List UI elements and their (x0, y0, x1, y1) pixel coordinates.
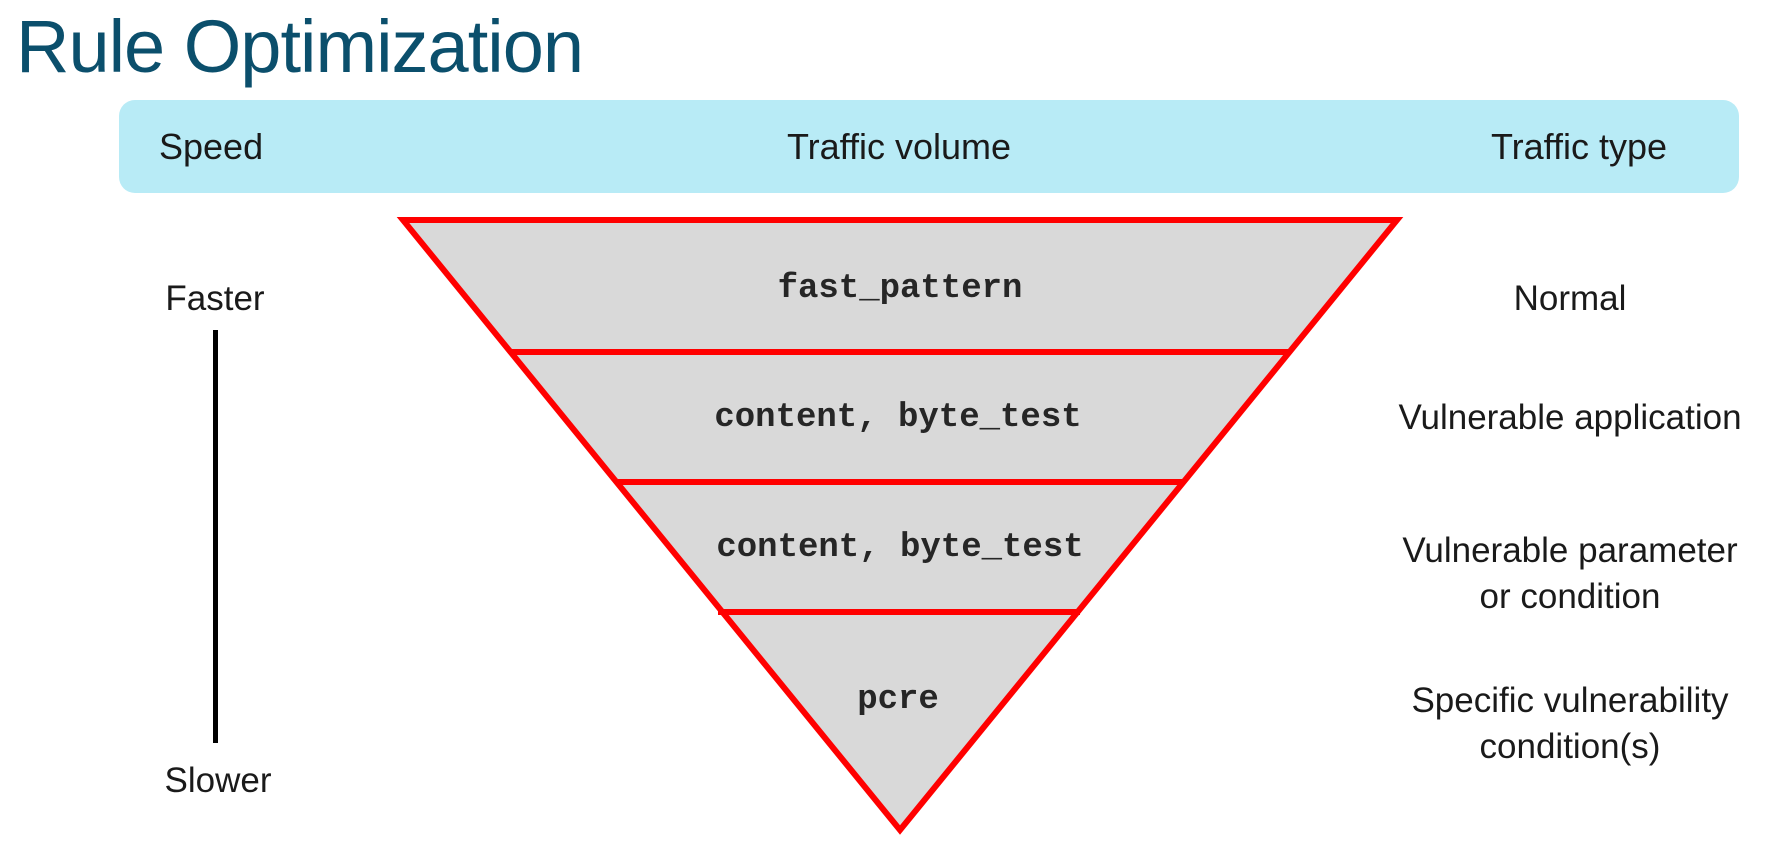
traffic-type-vulnerable-parameter-line-1: Vulnerable parameter (1402, 531, 1738, 570)
header-traffic-type: Traffic type (1490, 126, 1667, 167)
header-traffic-volume: Traffic volume (786, 126, 1012, 167)
traffic-type-vulnerable-parameter-line-2: or condition (1479, 576, 1661, 616)
speed-faster-label: Faster (165, 279, 265, 318)
funnel-level-2-label: content, byte_test (714, 399, 1081, 437)
speed-axis-line (213, 330, 218, 743)
speed-slower-label: Slower (164, 761, 272, 800)
funnel-level-4-label: pcre (857, 681, 939, 719)
traffic-type-specific-vulnerability: Specific vulnerability condition(s) (1360, 678, 1774, 769)
traffic-type-vulnerable-parameter: Vulnerable parameter or condition (1360, 528, 1774, 619)
traffic-type-vulnerable-application-line-1: Vulnerable application (1398, 398, 1742, 437)
page-title: Rule Optimization (16, 5, 584, 88)
funnel-triangle (396, 217, 1404, 835)
traffic-type-normal-line-1: Normal (1513, 279, 1627, 318)
funnel-level-3-label: content, byte_test (716, 529, 1083, 567)
traffic-type-specific-vulnerability-line-2: condition(s) (1479, 726, 1661, 766)
header-bar: Speed Traffic volume Traffic type (119, 100, 1739, 193)
funnel-level-1-label: fast_pattern (778, 270, 1023, 308)
header-speed: Speed (159, 126, 264, 167)
traffic-type-vulnerable-application: Vulnerable application (1360, 395, 1774, 441)
traffic-type-specific-vulnerability-line-1: Specific vulnerability (1411, 681, 1729, 720)
traffic-type-normal: Normal (1360, 276, 1774, 322)
